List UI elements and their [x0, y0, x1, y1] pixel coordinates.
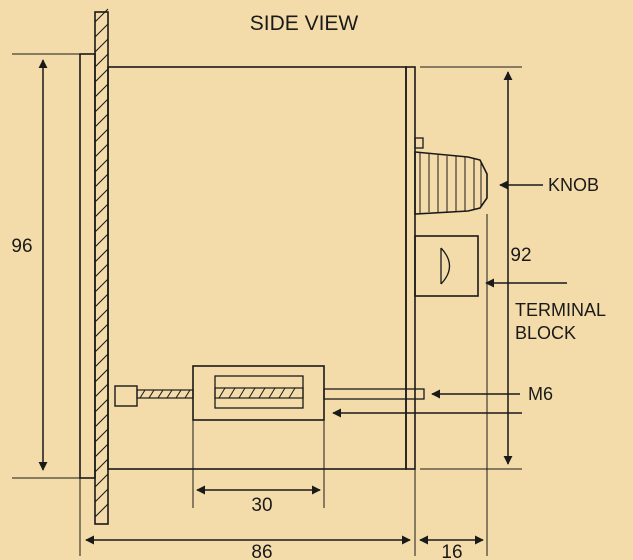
- terminal-block-label-line1: TERMINAL: [515, 300, 606, 320]
- drawing-title: SIDE VIEW: [250, 12, 359, 35]
- knob-shape: [414, 137, 488, 215]
- dimension-label-30: 30: [251, 495, 272, 516]
- panel-wall: [94, 8, 109, 525]
- front-bezel: [79, 53, 96, 479]
- dimension-label-16: 16: [441, 542, 462, 560]
- panel-hatching: [94, 8, 109, 518]
- dimension-label-96: 96: [11, 236, 32, 257]
- dimension-label-86: 86: [251, 542, 272, 560]
- rear-plate: [405, 66, 416, 470]
- threaded-rod-left: [136, 389, 194, 399]
- terminal-block-label-line2: BLOCK: [515, 323, 576, 343]
- m6-label: M6: [528, 384, 553, 404]
- clamp-window: [214, 375, 304, 409]
- clamp-body: [192, 365, 325, 421]
- mounting-clamp: [114, 365, 425, 421]
- terminal-block-shape: [414, 235, 479, 297]
- instrument-housing: [107, 66, 407, 470]
- dimension-label-92: 92: [510, 245, 531, 266]
- extension-lines: [12, 53, 522, 556]
- knob-label: KNOB: [548, 175, 599, 195]
- clamp-screw-head: [114, 385, 138, 407]
- m6-screw-rod: [323, 388, 425, 400]
